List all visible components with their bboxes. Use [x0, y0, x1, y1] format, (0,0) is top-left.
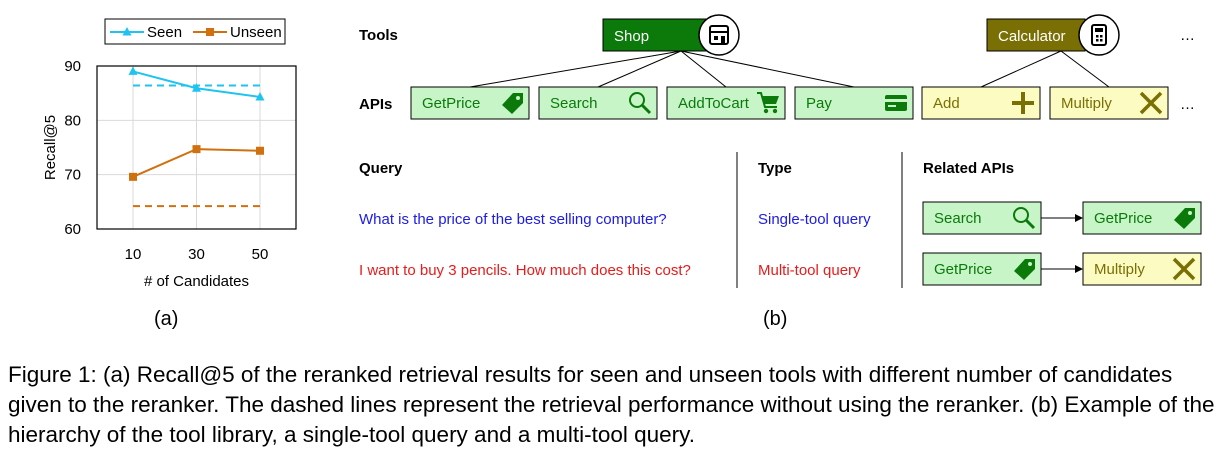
hierarchy-connector: [680, 50, 855, 88]
data-point: [255, 91, 265, 101]
figure-caption: Figure 1: (a) Recall@5 of the reranked r…: [8, 362, 1215, 447]
api-box: [1049, 86, 1169, 120]
data-point: [129, 172, 137, 181]
tool-calculator: Calculator: [986, 14, 1120, 56]
query-row: What is the price of the best selling co…: [359, 201, 1202, 235]
query-type: Multi-tool query: [758, 262, 861, 279]
recall-line-chart: 60 70 80 90 10 30 50# of Candidates Recall@5 See…: [42, 18, 297, 290]
price-tag-icon: [502, 93, 523, 114]
api-multiply: Multiply: [1049, 86, 1169, 120]
data-point: [192, 83, 201, 92]
api-label: Pay: [806, 95, 832, 112]
arrow-head: [1075, 214, 1083, 222]
price-tag-icon: [1174, 208, 1195, 229]
related-api: Search: [922, 201, 1042, 235]
api-label: Multiply: [1061, 95, 1112, 112]
query-type: Single-tool query: [758, 211, 871, 228]
legend-label: Seen: [147, 24, 182, 41]
data-point: [256, 146, 264, 155]
api-label: GetPrice: [422, 95, 480, 112]
store-icon: [709, 25, 729, 45]
api-getprice: GetPrice: [410, 86, 530, 120]
legend-marker: [122, 27, 132, 36]
tool-label: Calculator: [998, 28, 1066, 45]
table-header: Type: [758, 160, 792, 177]
tool-icon-badge: [1078, 14, 1120, 56]
tool-label: Shop: [614, 28, 649, 45]
y-tick-label: 70: [64, 167, 81, 184]
times-icon: [1172, 257, 1196, 281]
api-label: GetPrice: [934, 261, 992, 278]
panel-a-label: (a): [154, 308, 179, 330]
tools-row-label: Tools: [359, 27, 398, 44]
tool-box: [602, 18, 710, 52]
related-api: GetPrice: [1082, 201, 1202, 235]
related-api: GetPrice: [922, 252, 1042, 286]
chart-legend: Seen Unseen: [104, 18, 286, 45]
y-axis-label: Recall@5: [42, 115, 59, 180]
api-add: Add: [921, 86, 1041, 120]
legend-item-unseen: Unseen: [193, 24, 282, 41]
times-icon: [1139, 91, 1163, 115]
table-header: Related APIs: [923, 160, 1014, 177]
data-point: [128, 66, 138, 75]
x-tick-label: 30: [188, 246, 205, 263]
data-point: [192, 145, 201, 154]
tool-shop: Shop: [602, 14, 740, 56]
table-header: Query: [359, 160, 403, 177]
legend-item-seen: Seen: [110, 24, 182, 41]
hierarchy-connector: [597, 50, 682, 88]
api-box: [1082, 252, 1202, 286]
apis-ellipsis: …: [1180, 96, 1195, 113]
tools-ellipsis: …: [1180, 27, 1195, 44]
api-label: Multiply: [1094, 261, 1145, 278]
api-addtocart: AddToCart: [666, 86, 786, 120]
legend-marker: [206, 28, 214, 36]
credit-card-icon: [885, 95, 907, 111]
apis-row-label: APIs: [359, 96, 392, 113]
hierarchy-connector: [680, 50, 727, 88]
magnifier-icon: [1013, 207, 1036, 230]
x-axis-label: # of Candidates: [144, 273, 249, 290]
hierarchy-connector: [980, 50, 1062, 88]
arrow-head: [1075, 265, 1083, 273]
tool-box: [986, 18, 1086, 52]
tool-icon-badge: [698, 14, 740, 56]
panel-b-label: (b): [763, 308, 788, 330]
api-pay: Pay: [794, 86, 914, 120]
plus-icon: [1012, 92, 1034, 114]
magnifier-icon: [629, 92, 652, 115]
legend-label: Unseen: [230, 24, 282, 41]
x-tick-label: 50: [252, 246, 269, 263]
series-seen: [128, 66, 265, 101]
y-tick-label: 80: [64, 112, 81, 129]
calculator-icon: [1091, 24, 1107, 46]
x-tick-label: 10: [125, 246, 142, 263]
api-label: Add: [933, 95, 960, 112]
api-label: Search: [550, 95, 598, 112]
api-label: AddToCart: [678, 95, 750, 112]
plot-frame: [96, 65, 297, 230]
query-text: What is the price of the best selling co…: [359, 211, 667, 228]
price-tag-icon: [1014, 259, 1035, 280]
related-api: Multiply: [1082, 252, 1202, 286]
cart-icon: [757, 92, 779, 114]
api-label: Search: [934, 210, 982, 227]
hierarchy-connector: [1060, 50, 1110, 88]
hierarchy-connector: [469, 50, 682, 88]
y-tick-label: 90: [64, 58, 81, 75]
query-row: I want to buy 3 pencils. How much does t…: [359, 252, 1202, 286]
query-text: I want to buy 3 pencils. How much does t…: [359, 262, 691, 279]
series-unseen: [129, 145, 264, 181]
y-tick-label: 60: [64, 221, 81, 238]
api-label: GetPrice: [1094, 210, 1152, 227]
api-search: Search: [538, 86, 658, 120]
